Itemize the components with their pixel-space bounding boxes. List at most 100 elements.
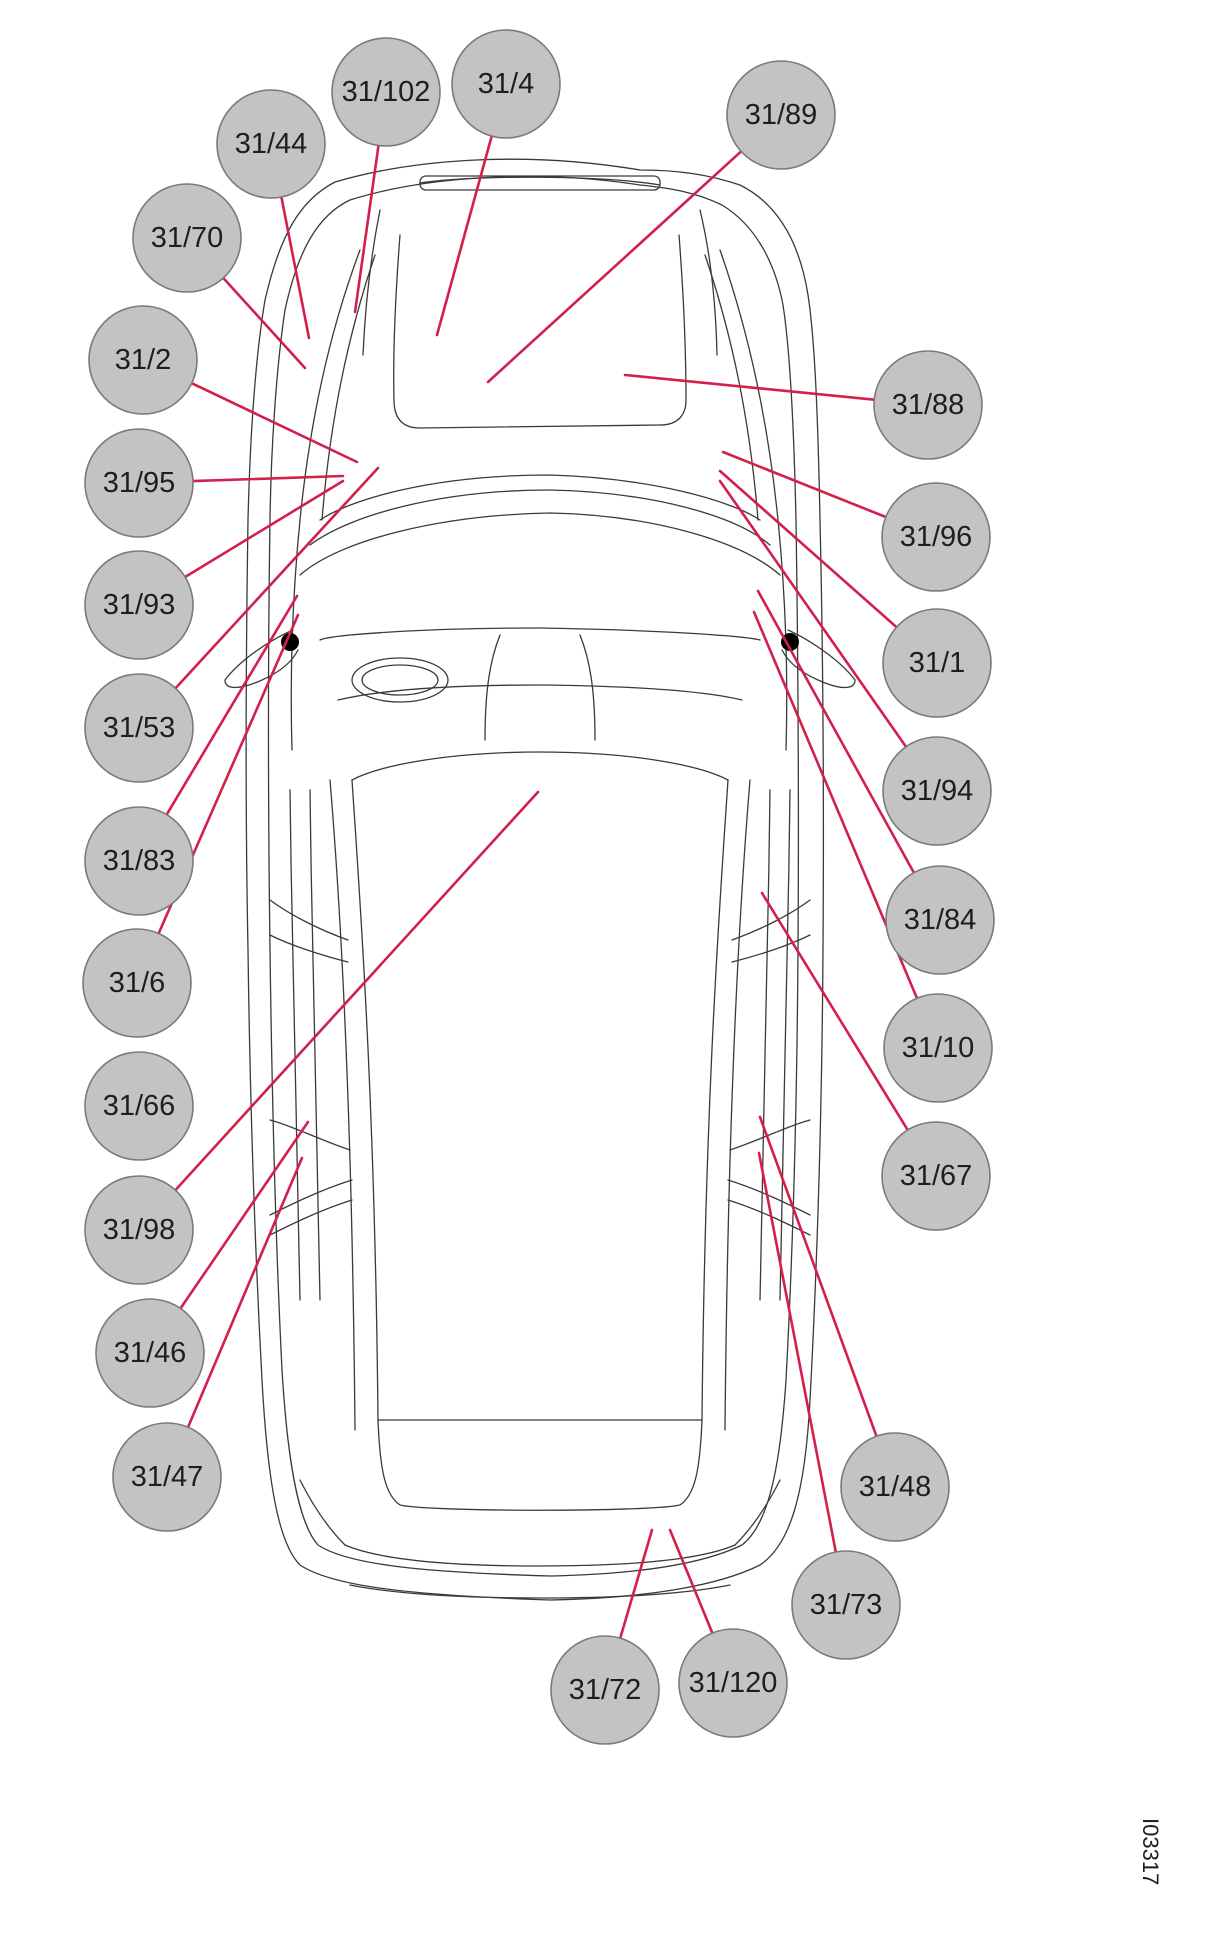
callout-circle: [550, 1635, 660, 1745]
callout-31-72: 31/72: [550, 1635, 660, 1745]
leader-line-31-93: [183, 479, 345, 579]
leader-line-31-72: [618, 1528, 654, 1640]
door-right-vertical-2: [759, 789, 771, 1301]
callout-label: 31/44: [235, 128, 308, 160]
callout-label: 31/84: [904, 904, 977, 936]
callout-31-1: 31/1: [882, 608, 992, 718]
door-rear-left: [269, 1119, 351, 1151]
door-rear-left-3: [269, 1199, 353, 1236]
leader-line-31-98: [174, 790, 540, 1192]
door-front-right-2: [731, 934, 811, 963]
steering-wheel-inner: [361, 664, 439, 696]
door-front-left-2: [269, 934, 349, 963]
door-front-left: [269, 899, 349, 941]
callout-31-46: 31/46: [95, 1298, 205, 1408]
callout-label: 31/95: [103, 467, 176, 499]
leader-line-31-53: [174, 466, 380, 690]
callout-circle: [84, 428, 194, 538]
callout-label: 31/73: [810, 1589, 883, 1621]
car-outline: [224, 158, 856, 1601]
callout-circle: [84, 1175, 194, 1285]
callout-circle: [451, 29, 561, 139]
leader-line-31-95: [191, 474, 345, 483]
callout-31-84: 31/84: [885, 865, 995, 975]
windshield-lower: [299, 512, 781, 576]
callout-label: 31/48: [859, 1471, 932, 1503]
callout-circle: [132, 183, 242, 293]
callout-circle: [840, 1432, 950, 1542]
callout-label: 31/10: [902, 1032, 975, 1064]
mirror-right: [781, 629, 856, 689]
callout-31-4: 31/4: [451, 29, 561, 139]
callout-label: 31/1: [909, 647, 965, 679]
leader-line-31-120: [668, 1528, 714, 1635]
callout-31-44: 31/44: [216, 89, 326, 199]
callout-circle: [82, 928, 192, 1038]
callout-circle: [873, 350, 983, 460]
leader-line-31-70: [222, 276, 307, 370]
leader-line-31-48: [758, 1115, 878, 1438]
callout-label: 31/53: [103, 712, 176, 744]
callout-31-98: 31/98: [84, 1175, 194, 1285]
windshield-curve-inner: [309, 489, 771, 546]
callout-31-10: 31/10: [883, 993, 993, 1103]
leader-line-31-84: [756, 589, 916, 875]
front-grille: [419, 175, 661, 191]
callout-label: 31/6: [109, 967, 165, 999]
callout-circle: [883, 993, 993, 1103]
leader-line-31-1: [718, 469, 898, 629]
callout-31-6: 31/6: [82, 928, 192, 1038]
leader-line-31-47: [186, 1156, 304, 1429]
leader-line-31-89: [486, 150, 743, 384]
door-rear-left-2: [269, 1179, 353, 1216]
callout-circle: [881, 482, 991, 592]
callout-31-89: 31/89: [726, 60, 836, 170]
leader-line-31-44: [280, 195, 311, 340]
rear-window: [377, 1419, 703, 1511]
callout-label: 31/47: [131, 1461, 204, 1493]
callout-label: 31/93: [103, 589, 176, 621]
steering-wheel: [351, 657, 449, 703]
door-right-vertical: [779, 789, 791, 1301]
leader-line-31-73: [757, 1151, 838, 1554]
callout-31-2: 31/2: [88, 305, 198, 415]
a-pillar-left: [290, 249, 361, 751]
callout-circle: [216, 89, 326, 199]
dashboard: [319, 627, 761, 641]
door-rear-right: [729, 1119, 811, 1151]
callout-label: 31/94: [901, 775, 974, 807]
callout-circle: [882, 608, 992, 718]
callout-circle: [791, 1550, 901, 1660]
leader-line-31-46: [179, 1120, 310, 1310]
car-inner-outline: [267, 175, 800, 1577]
door-rear-right-3: [727, 1199, 811, 1236]
rear-bumper: [349, 1584, 731, 1599]
callout-circle: [882, 736, 992, 846]
callout-31-83: 31/83: [84, 806, 194, 916]
sunroof-panel: [393, 234, 687, 429]
callout-31-53: 31/53: [84, 673, 194, 783]
center-console-right: [579, 634, 596, 741]
callout-31-70: 31/70: [132, 183, 242, 293]
callout-label: 31/98: [103, 1214, 176, 1246]
rear-light-right: [734, 1479, 781, 1546]
hood-outline: [362, 209, 381, 356]
center-console-left: [484, 634, 501, 741]
leader-line-31-83: [165, 594, 299, 816]
callout-label: 31/102: [342, 76, 431, 108]
callout-circle: [88, 305, 198, 415]
callout-label: 31/72: [569, 1674, 642, 1706]
figure-id: I03317: [1138, 1818, 1163, 1886]
callout-circle: [84, 550, 194, 660]
leader-lines: [157, 134, 919, 1640]
callout-label: 31/67: [900, 1160, 973, 1192]
cabin-right-side-outer: [724, 779, 751, 1431]
callout-31-73: 31/73: [791, 1550, 901, 1660]
leader-line-31-94: [718, 479, 908, 749]
callout-circle: [95, 1298, 205, 1408]
callout-label: 31/46: [114, 1337, 187, 1369]
callout-31-120: 31/120: [678, 1628, 788, 1738]
callout-31-96: 31/96: [881, 482, 991, 592]
callout-label: 31/120: [689, 1667, 778, 1699]
callout-circle: [678, 1628, 788, 1738]
